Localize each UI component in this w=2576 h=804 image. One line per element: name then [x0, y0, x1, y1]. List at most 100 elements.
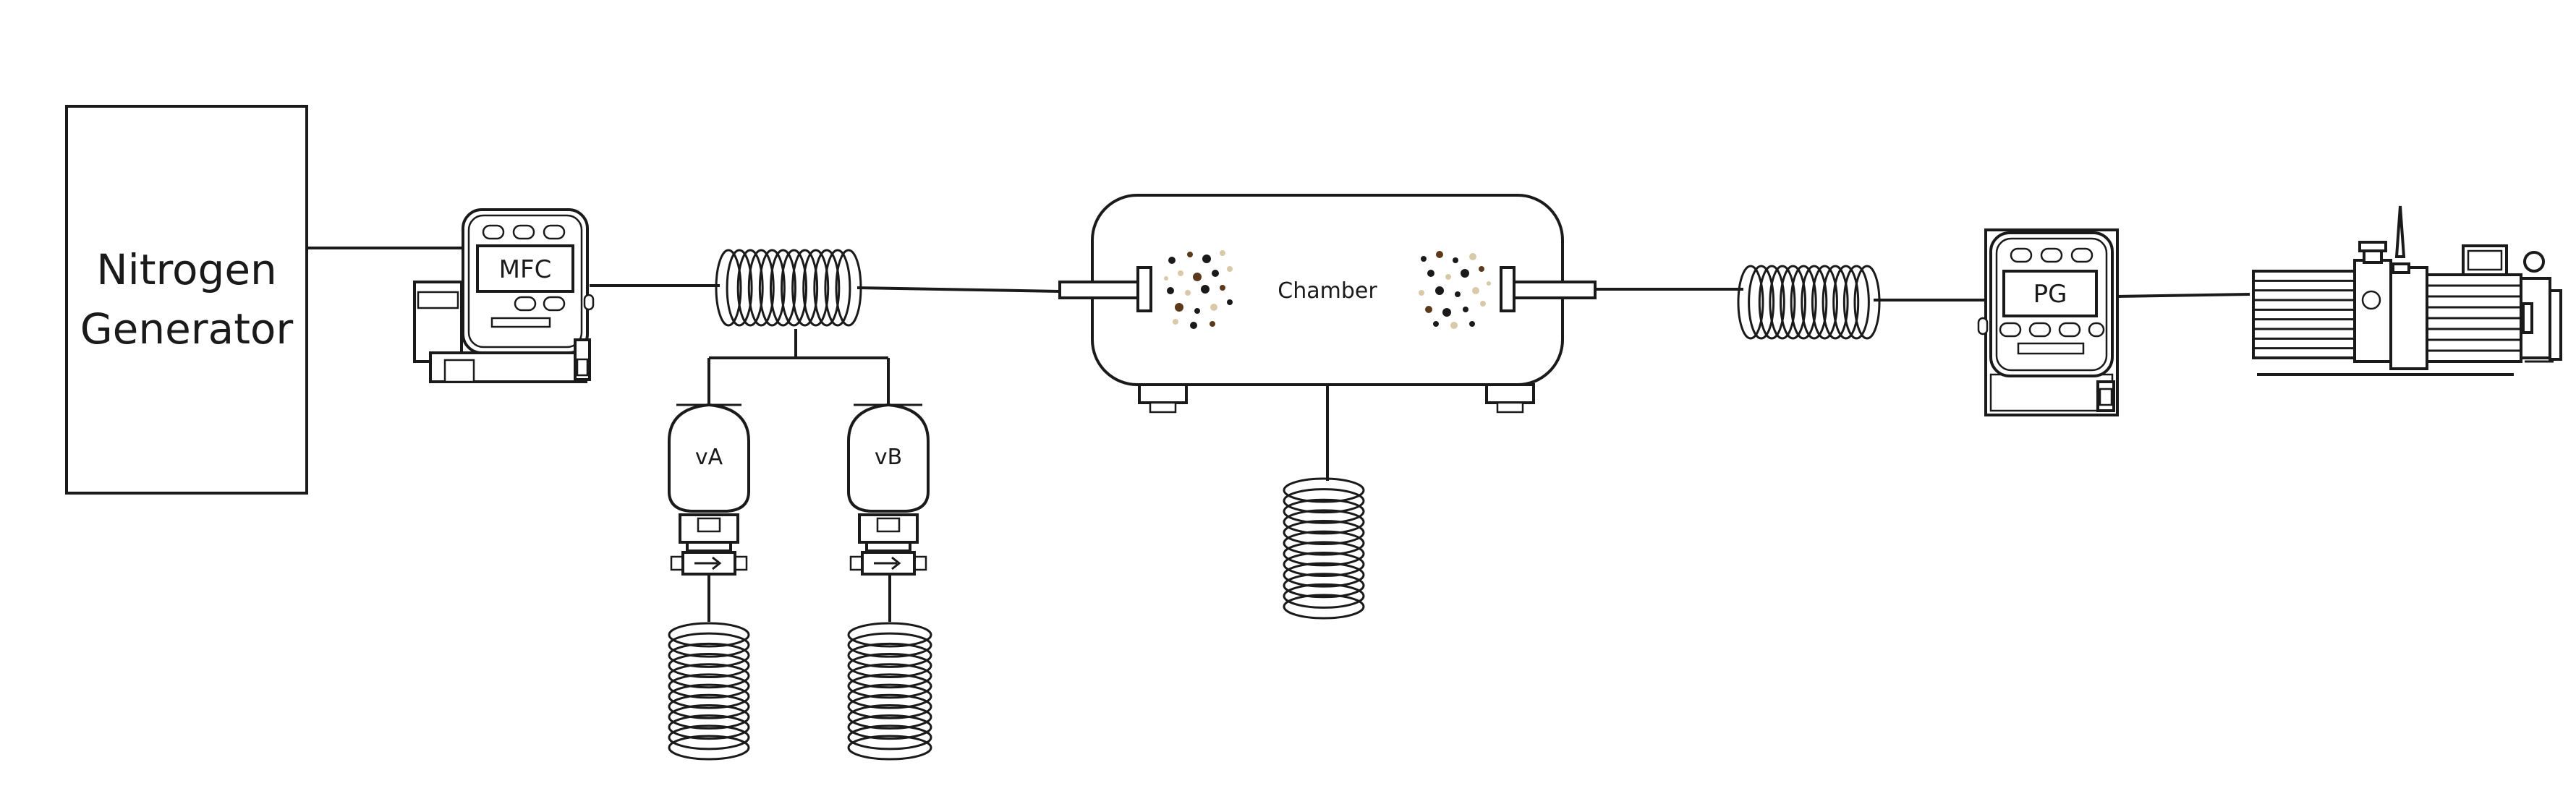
particle	[1168, 257, 1176, 264]
particle	[1425, 306, 1432, 313]
pump-cooling-fins	[2253, 279, 2355, 350]
coil-loop	[847, 714, 932, 740]
particle	[1227, 299, 1233, 305]
particle	[1210, 321, 1215, 327]
coil-loop	[668, 622, 750, 648]
coil-loop	[736, 249, 764, 327]
pressure-gauge: PG	[1977, 228, 2119, 416]
coil-loop	[1780, 265, 1807, 340]
particle	[1193, 273, 1202, 281]
particle	[1187, 252, 1193, 257]
vial-a-coil	[668, 622, 750, 761]
vial-b-coil	[847, 622, 932, 761]
particle	[1185, 290, 1191, 296]
coil-loop	[1790, 265, 1817, 340]
particle	[1178, 270, 1183, 276]
coil-loop	[668, 663, 750, 689]
coil-loop	[847, 704, 932, 730]
coil-loop	[668, 673, 750, 699]
particle	[1427, 270, 1434, 277]
mfc-label: MFC	[499, 255, 552, 284]
particle	[1194, 308, 1200, 314]
coil-loop	[1283, 594, 1365, 620]
coil-loop	[847, 663, 932, 689]
coil-loop	[668, 693, 750, 719]
coil-loop	[1832, 265, 1860, 340]
coil-loop	[668, 642, 750, 668]
coil-loop	[1748, 265, 1775, 340]
particle	[1173, 319, 1178, 325]
coil-loop	[847, 693, 932, 719]
coil-loop	[1811, 265, 1838, 340]
coil-loop	[668, 632, 750, 658]
vacuum-pump	[2252, 205, 2562, 376]
particle	[1472, 287, 1479, 294]
particle-cloud-right	[1419, 251, 1491, 329]
particle	[1210, 304, 1217, 311]
particle	[1175, 303, 1183, 312]
particle	[1435, 286, 1444, 295]
coil-loop	[668, 683, 750, 709]
coil-loop	[715, 249, 742, 327]
coil-loop	[813, 249, 841, 327]
coil-loop	[1283, 477, 1365, 503]
particle	[1463, 307, 1468, 312]
coil-loop	[847, 642, 932, 668]
mfc-device: MFC	[413, 208, 595, 383]
coil-loop	[1822, 265, 1849, 340]
coil-loop	[847, 683, 932, 709]
coil-loop	[769, 249, 796, 327]
particle	[1433, 321, 1439, 327]
coil-loop	[802, 249, 830, 327]
particle	[1442, 308, 1451, 317]
nitrogen-label-line1: Nitrogen	[96, 245, 277, 294]
particle	[1421, 256, 1427, 262]
particle	[1220, 285, 1225, 291]
coil-loop	[668, 735, 750, 761]
coil-loop	[1283, 541, 1365, 567]
coil-loop	[847, 632, 932, 658]
coil-loop	[1283, 488, 1365, 514]
coil-loop	[781, 249, 808, 327]
coil-loop	[668, 724, 750, 750]
coil-loop	[835, 249, 862, 327]
coil-loop	[1283, 551, 1365, 577]
coil-loop	[1853, 265, 1881, 340]
particle	[1227, 266, 1233, 272]
coil-loop	[668, 714, 750, 740]
inlet-coil	[715, 249, 862, 327]
chamber-coil	[1283, 477, 1365, 620]
particle	[1190, 322, 1197, 329]
chamber: Chamber	[1058, 194, 1597, 414]
particle	[1212, 270, 1219, 277]
coil-loop	[847, 735, 932, 761]
gas-lines	[307, 247, 2250, 622]
vial-a: vA	[668, 403, 750, 576]
coil-loop	[1758, 265, 1785, 340]
coil-loop	[1283, 520, 1365, 546]
nitrogen-generator: Nitrogen Generator	[65, 105, 308, 495]
particle	[1480, 301, 1486, 307]
coil-loop	[847, 653, 932, 679]
particle	[1461, 269, 1469, 278]
coil-loop	[1283, 530, 1365, 556]
particle	[1220, 250, 1225, 256]
coil-loop	[824, 249, 851, 327]
particle	[1469, 321, 1475, 327]
outlet-coil	[1737, 265, 1881, 340]
particle	[1167, 287, 1174, 294]
coil-loop	[1283, 498, 1365, 524]
particle	[1419, 290, 1424, 296]
particle	[1487, 281, 1491, 286]
coil-loop	[668, 653, 750, 679]
chamber-label: Chamber	[1278, 278, 1377, 304]
coil-loop	[847, 724, 932, 750]
particle	[1164, 276, 1168, 281]
particle	[1202, 255, 1211, 263]
coil-loop	[1769, 265, 1796, 340]
nitrogen-label-line2: Generator	[80, 304, 294, 354]
coil-loop	[1283, 509, 1365, 535]
particle-cloud-left	[1164, 250, 1233, 329]
coil-loop	[1801, 265, 1828, 340]
